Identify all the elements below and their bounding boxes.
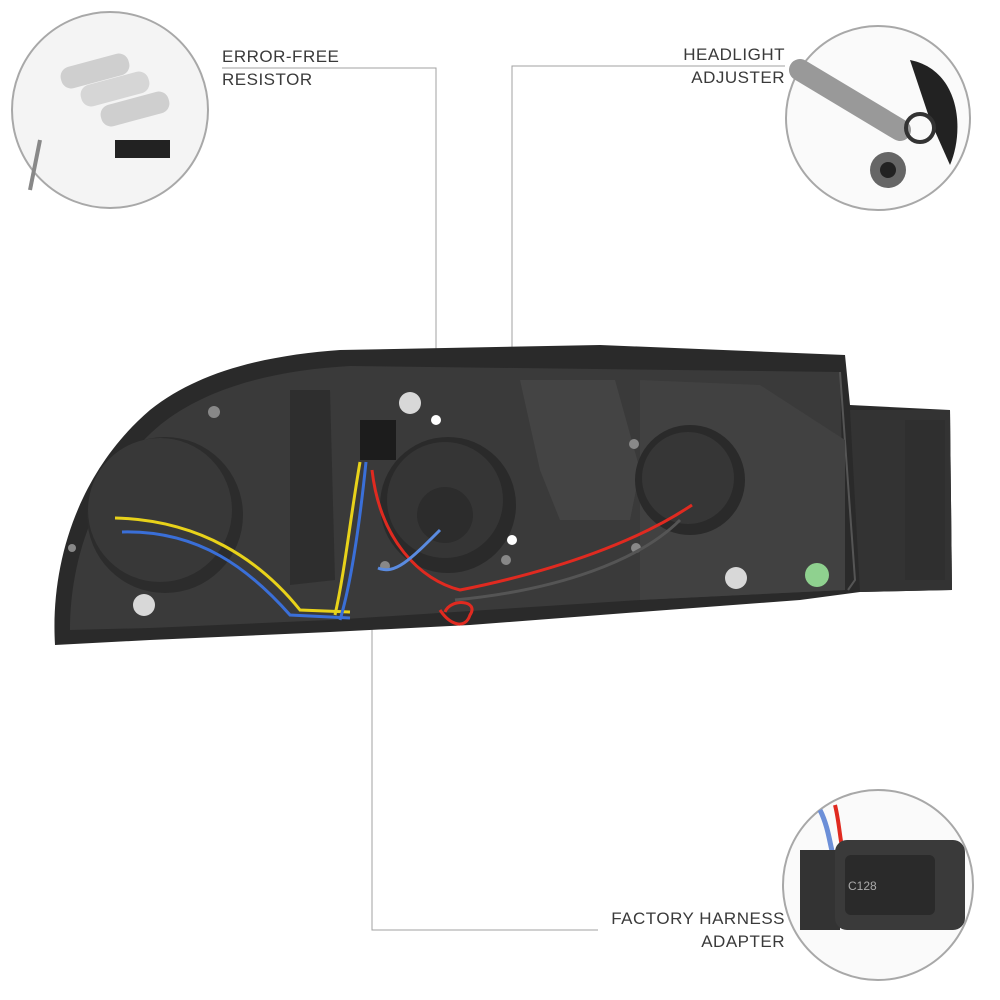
inset-resistor (11, 11, 209, 209)
callout-factory-harness-adapter: FACTORY HARNESS ADAPTER (611, 907, 785, 953)
inset-harness-adapter: C128 (782, 789, 974, 981)
callout-line-2: ADJUSTER (691, 68, 785, 87)
callout-line-2: RESISTOR (222, 70, 313, 89)
callout-error-free-resistor: ERROR-FREE RESISTOR (222, 45, 339, 91)
callout-headlight-adjuster: HEADLIGHT ADJUSTER (683, 43, 785, 89)
callout-line-1: FACTORY HARNESS (611, 909, 785, 928)
sticker (805, 563, 829, 587)
inset-adjuster (785, 25, 971, 211)
leader-line-resistor (222, 67, 437, 410)
svg-text:C128: C128 (848, 879, 877, 893)
callout-line-2: ADAPTER (701, 932, 785, 951)
wires (114, 461, 693, 626)
connector (360, 420, 396, 460)
screws (68, 392, 747, 616)
callout-line-1: HEADLIGHT (683, 45, 785, 64)
callout-line-1: ERROR-FREE (222, 47, 340, 66)
